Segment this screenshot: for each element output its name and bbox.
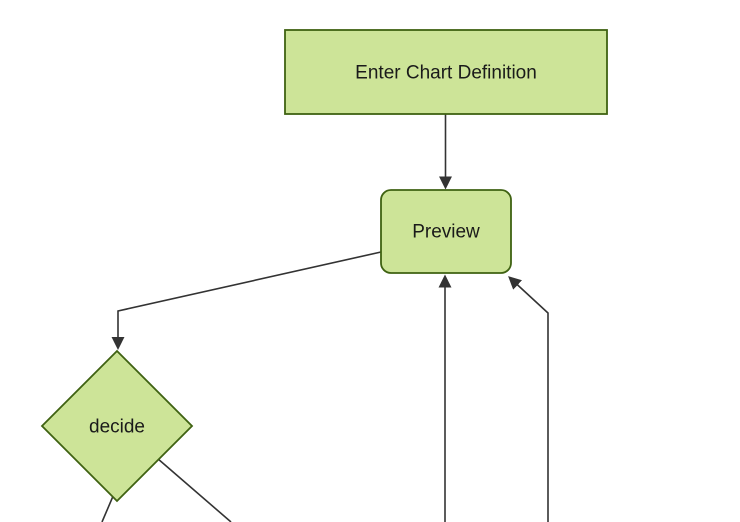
decide-label: decide (89, 417, 145, 438)
edge-decide-to-offscreen-bottom-right (149, 451, 232, 522)
preview-rect (380, 189, 512, 274)
edge-layer (101, 114, 549, 522)
node-preview: Preview (380, 189, 512, 274)
decide-diamond (40, 349, 194, 503)
edge-offscreen-to-preview-corner (508, 276, 549, 522)
edge-preview-to-decide (111, 251, 382, 350)
enter-chart-definition-rect (284, 29, 608, 115)
node-enter-chart-definition: Enter Chart Definition (284, 29, 608, 115)
node-decide: decide (40, 349, 194, 503)
preview-label: Preview (412, 222, 480, 243)
enter-chart-definition-label: Enter Chart Definition (355, 63, 537, 84)
